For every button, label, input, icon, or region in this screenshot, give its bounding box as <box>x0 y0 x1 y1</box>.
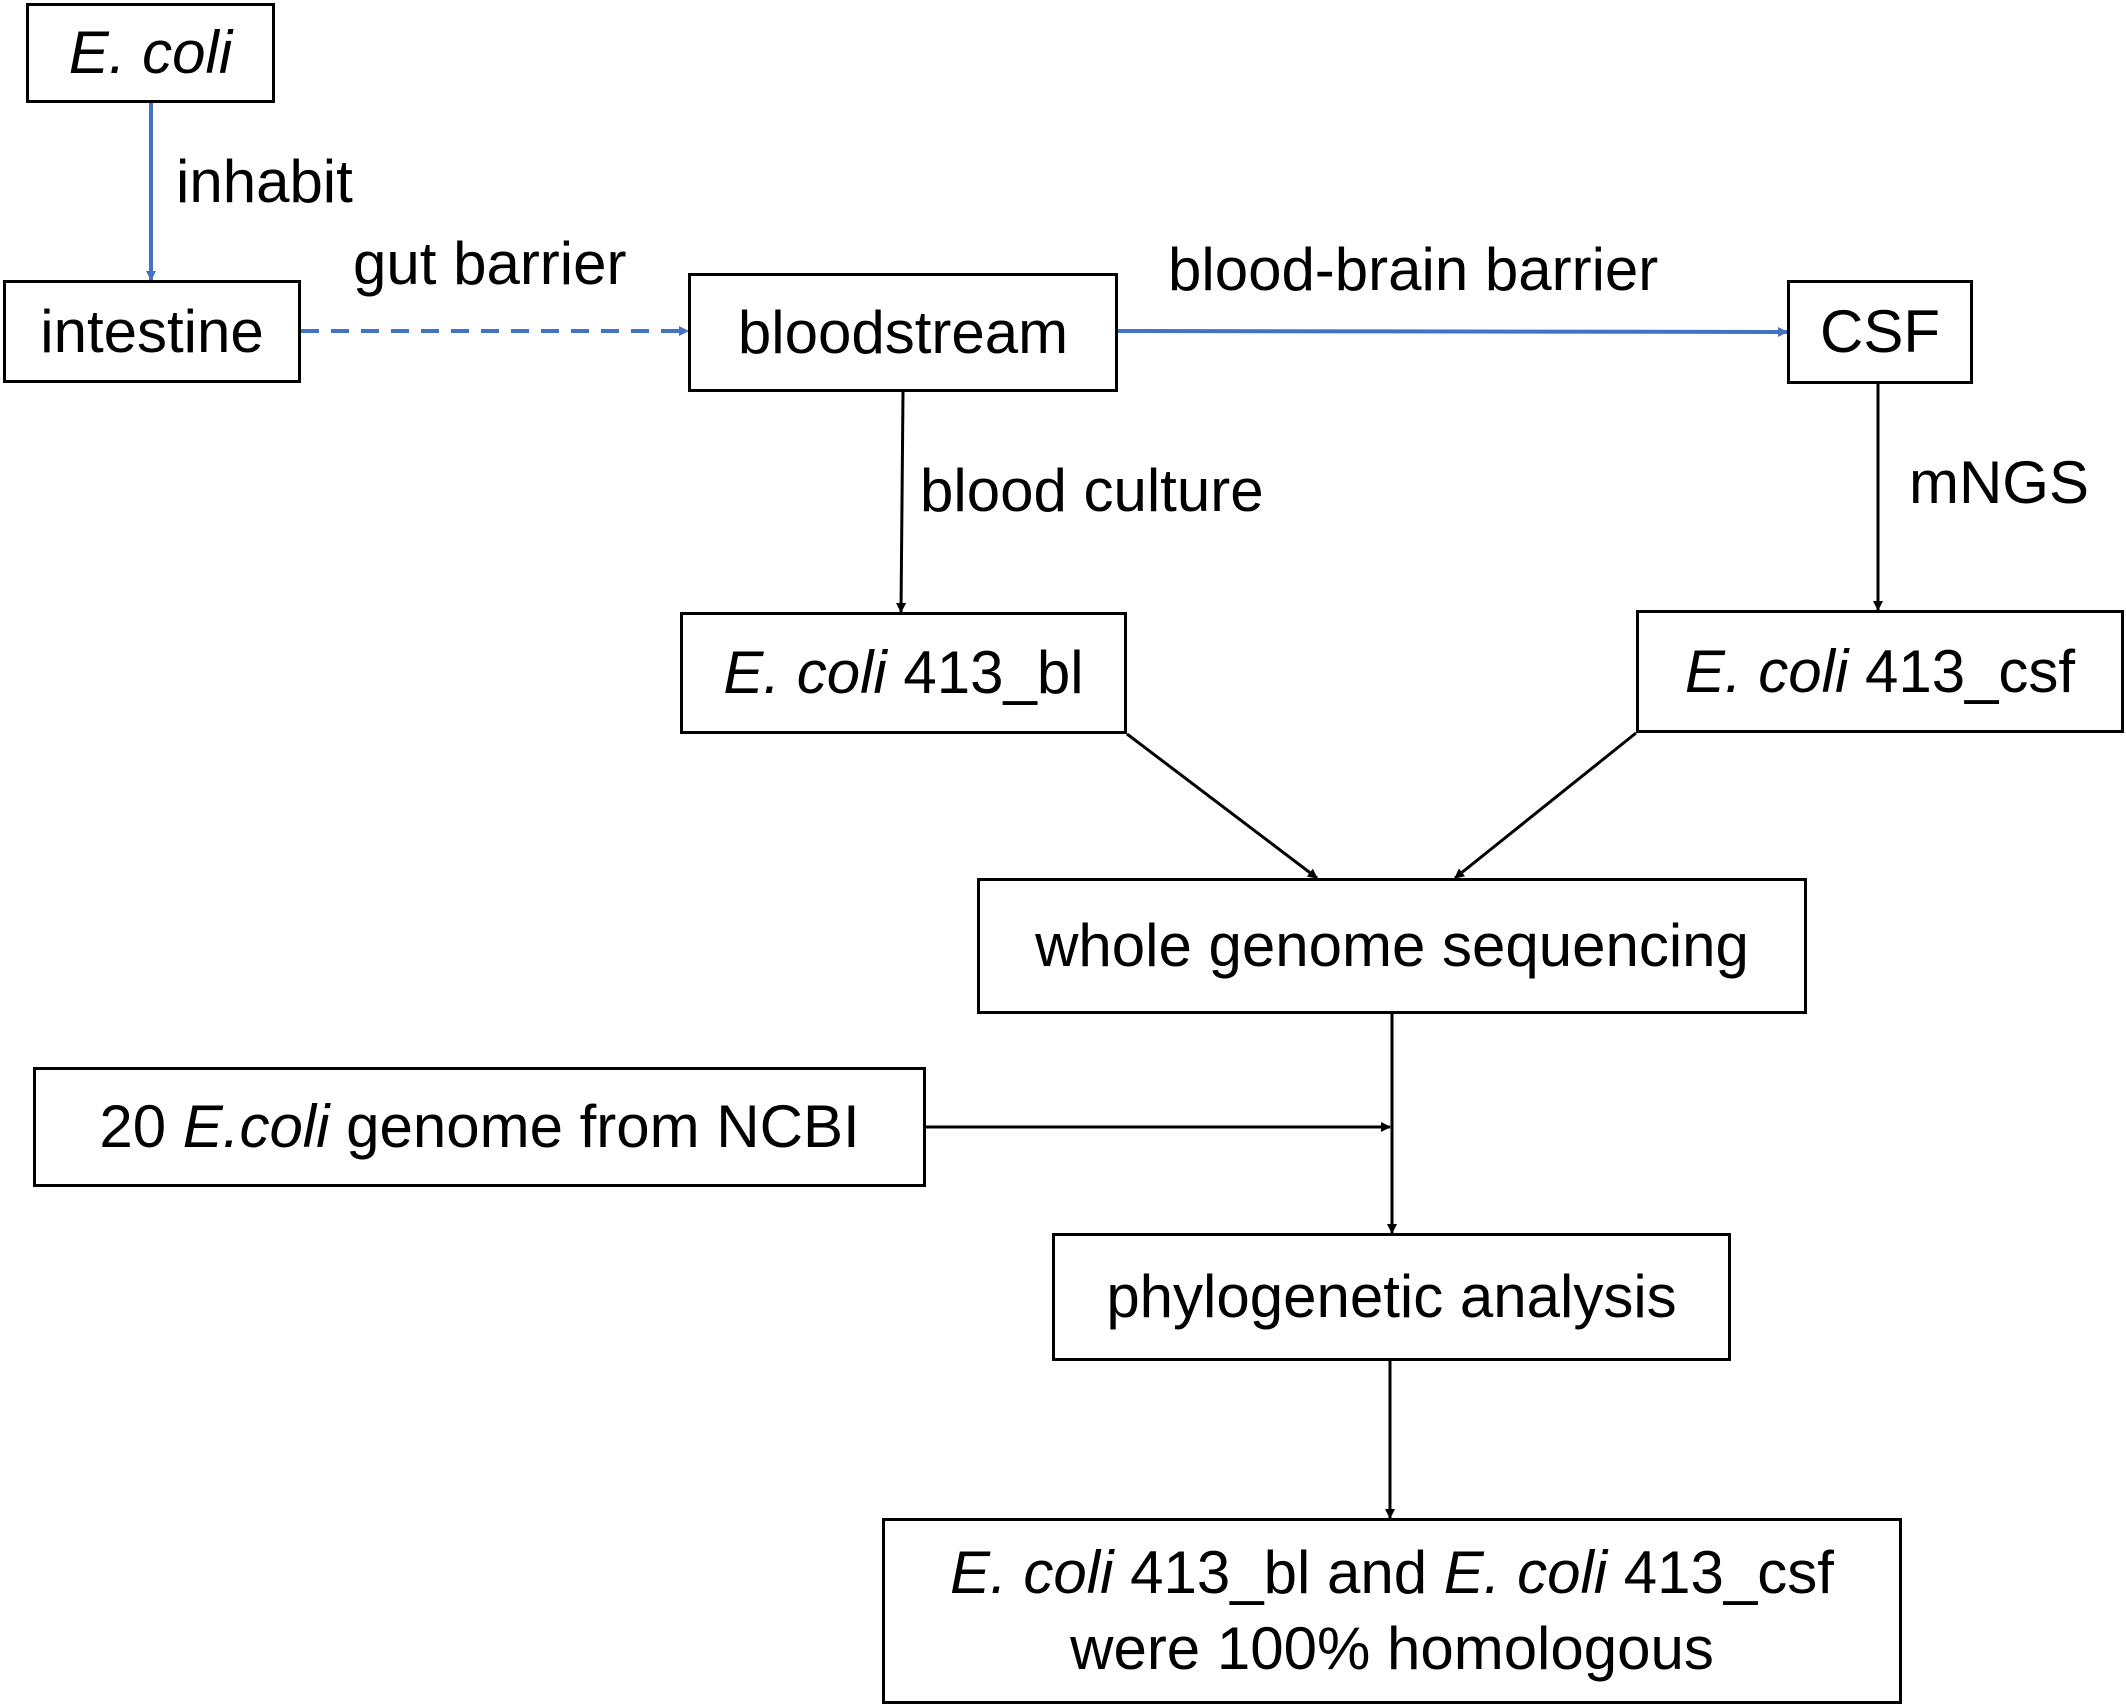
node-intestine: intestine <box>3 280 301 383</box>
node-bloodstream: bloodstream <box>688 273 1118 392</box>
edge-bloodstream-to-csf <box>1117 326 1788 337</box>
edge-ecoli-bl-to-wgs <box>1126 732 1318 880</box>
node-ncbi-prefix: 20 <box>99 1093 183 1160</box>
node-result-line2: were 100% homologous <box>1070 1615 1714 1682</box>
edge-label-blood-culture: blood culture <box>920 457 1264 524</box>
edge-label-inhabit: inhabit <box>176 148 353 215</box>
node-result-italic-a: E. coli <box>950 1539 1114 1606</box>
node-ncbi-genomes: 20 E.coli genome from NCBI <box>33 1067 926 1187</box>
node-ecoli-label: E. coli <box>68 19 233 86</box>
edge-bloodstream-to-ecoli-bl <box>896 391 907 613</box>
edge-label-blood-brain-barrier: blood-brain barrier <box>1168 236 1659 303</box>
node-phylogenetic-analysis: phylogenetic analysis <box>1052 1233 1731 1361</box>
node-csf-label: CSF <box>1820 298 1940 365</box>
node-phylo-label: phylogenetic analysis <box>1106 1263 1677 1330</box>
node-ncbi-suffix: genome from NCBI <box>329 1093 860 1160</box>
node-result-mid: 413_bl and <box>1113 1539 1444 1606</box>
node-ecoli-413-csf-italic: E. coli <box>1684 637 1849 705</box>
node-ecoli-413-csf-suffix: 413_csf <box>1848 637 2076 705</box>
node-ecoli-413-bl-suffix: 413_bl <box>886 639 1084 706</box>
node-whole-genome-sequencing: whole genome sequencing <box>977 878 1807 1014</box>
node-intestine-label: intestine <box>40 297 264 365</box>
node-result-line1: E. coli 413_bl and E. coli 413_csf <box>950 1540 1834 1606</box>
node-ecoli-413-csf: E. coli 413_csf <box>1636 610 2124 733</box>
edge-ecoli-csf-to-wgs <box>1454 731 1637 880</box>
node-ecoli: E. coli <box>26 3 275 103</box>
edge-label-gut-barrier: gut barrier <box>353 230 627 297</box>
node-bloodstream-label: bloodstream <box>737 298 1069 366</box>
node-csf: CSF <box>1787 280 1973 384</box>
node-ncbi-italic: E.coli <box>182 1093 330 1160</box>
node-result-italic-b: E. coli <box>1443 1539 1608 1606</box>
node-wgs-label: whole genome sequencing <box>1035 912 1749 979</box>
node-result: E. coli 413_bl and E. coli 413_csf were … <box>882 1518 1902 1704</box>
node-result-suffix: 413_csf <box>1607 1539 1834 1606</box>
edge-label-mngs: mNGS <box>1909 449 2089 516</box>
node-ecoli-413-bl-italic: E. coli <box>723 639 887 706</box>
node-ecoli-413-bl: E. coli 413_bl <box>680 612 1127 734</box>
